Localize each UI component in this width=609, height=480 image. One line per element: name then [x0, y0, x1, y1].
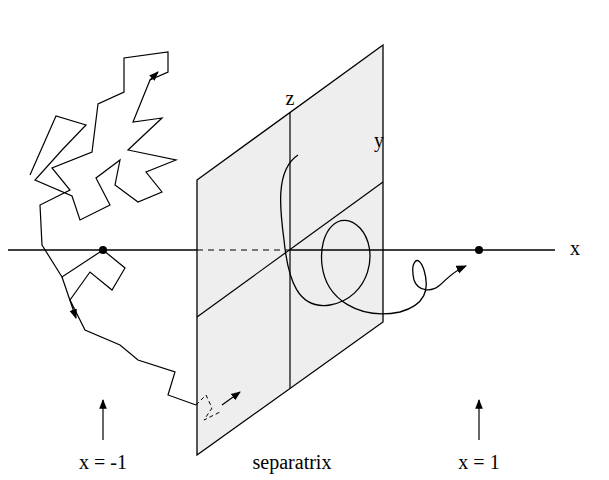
walk-arrow: [62, 277, 76, 318]
axis-label: z: [286, 88, 295, 108]
x-axis: [290, 249, 555, 250]
fixed-point: [475, 246, 483, 254]
random-walk: [30, 52, 176, 277]
pointer-arrow: [102, 400, 103, 440]
trajectory-arrow: [440, 266, 466, 285]
axis-label: x: [570, 238, 580, 258]
random-walk: [70, 250, 196, 405]
axis-label: y: [374, 130, 384, 150]
point-label: x = -1: [79, 452, 127, 472]
fixed-point: [99, 246, 107, 254]
walk-hidden: [196, 395, 220, 420]
walk-arrow: [222, 392, 240, 405]
x-axis-hidden: [197, 249, 290, 250]
walk-arrow: [150, 72, 158, 80]
trajectory: [281, 155, 440, 314]
point-label: x = 1: [458, 452, 499, 472]
plane-label: separatrix: [253, 452, 332, 472]
pointer-arrow: [478, 400, 479, 440]
